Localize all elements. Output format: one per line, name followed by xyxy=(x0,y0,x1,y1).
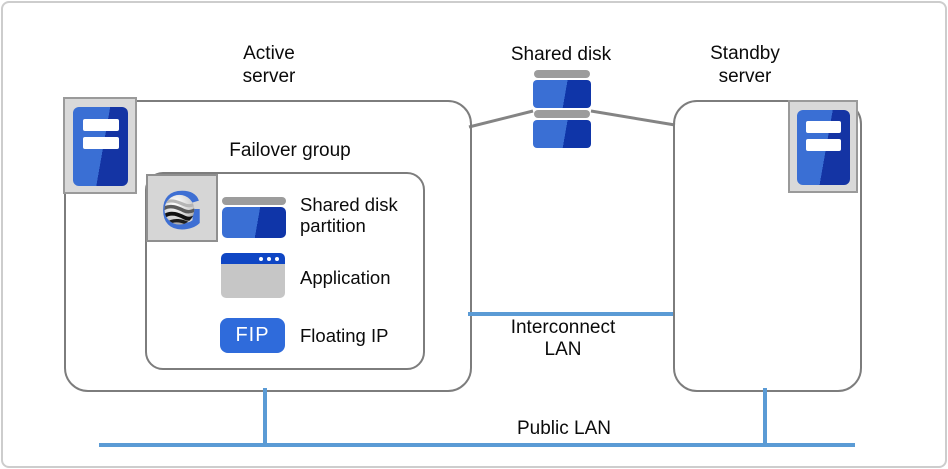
connector-disk-to-standby xyxy=(590,109,676,127)
application-label-text: Application xyxy=(300,267,391,288)
public-lan-line xyxy=(99,443,855,447)
server-slot-bar xyxy=(806,139,841,151)
failover-group-label: Failover group xyxy=(150,139,430,162)
standby-server-chip xyxy=(788,100,858,193)
window-dot xyxy=(259,256,263,261)
disk-body xyxy=(533,80,591,108)
standby-server-label-line1: Standby xyxy=(710,43,780,64)
tower-server-icon xyxy=(797,110,850,185)
shared-disk-label-text: Shared disk xyxy=(510,44,612,65)
public-lan-label-text: Public LAN xyxy=(517,418,611,439)
disk-body xyxy=(222,207,286,238)
cluster-logo-chip: G xyxy=(146,174,218,242)
active-server-label-line2: server xyxy=(242,66,296,87)
failover-group-label-text: Failover group xyxy=(229,140,351,161)
active-server-chip xyxy=(63,97,137,194)
standby-server-label-line2: server xyxy=(718,66,772,87)
server-slot-bar xyxy=(806,121,841,133)
shared-disk-label: Shared disk xyxy=(491,43,631,66)
public-lan-drop-active xyxy=(263,388,267,446)
disk-cap xyxy=(222,197,286,205)
server-slot-bar xyxy=(83,119,119,131)
active-server-label: Active server xyxy=(199,42,339,88)
app-window-titlebar xyxy=(221,253,285,264)
disk-cap xyxy=(534,110,590,118)
tower-server-icon xyxy=(73,107,128,186)
interconnect-lan-line xyxy=(468,312,673,316)
expresscluster-g-logo-icon: G xyxy=(161,181,203,236)
public-lan-label: Public LAN xyxy=(494,417,634,440)
disk-cap xyxy=(534,70,590,78)
disk-body xyxy=(533,120,591,148)
application-label: Application xyxy=(300,267,391,288)
public-lan-drop-standby xyxy=(763,388,767,446)
interconnect-lan-label-line2: LAN xyxy=(544,339,582,360)
shared-disk-partition-label-line2: partition xyxy=(300,215,366,236)
shared-disk-partition-label-line1: Shared disk xyxy=(300,194,398,215)
active-server-box xyxy=(64,100,472,392)
fip-badge-icon: FIP xyxy=(220,318,285,353)
app-window-icon xyxy=(221,253,285,298)
connector-active-to-disk xyxy=(468,109,534,129)
shared-disk-partition-label: Shared disk partition xyxy=(300,194,398,236)
standby-server-box xyxy=(673,100,862,392)
floating-ip-label-text: Floating IP xyxy=(300,325,389,346)
interconnect-lan-label-line1: Interconnect xyxy=(510,317,616,338)
active-server-label-line1: Active xyxy=(243,43,295,64)
floating-ip-label: Floating IP xyxy=(300,325,388,346)
window-dot xyxy=(267,256,271,261)
standby-server-label: Standby server xyxy=(675,42,815,88)
disk-partition-icon xyxy=(222,197,286,238)
app-window-body xyxy=(221,264,285,298)
server-slot-bar xyxy=(83,137,119,149)
fip-badge-text: FIP xyxy=(235,324,270,346)
interconnect-lan-label: Interconnect LAN xyxy=(493,317,633,361)
stacked-disks-icon xyxy=(533,70,591,150)
window-dot xyxy=(275,256,279,261)
